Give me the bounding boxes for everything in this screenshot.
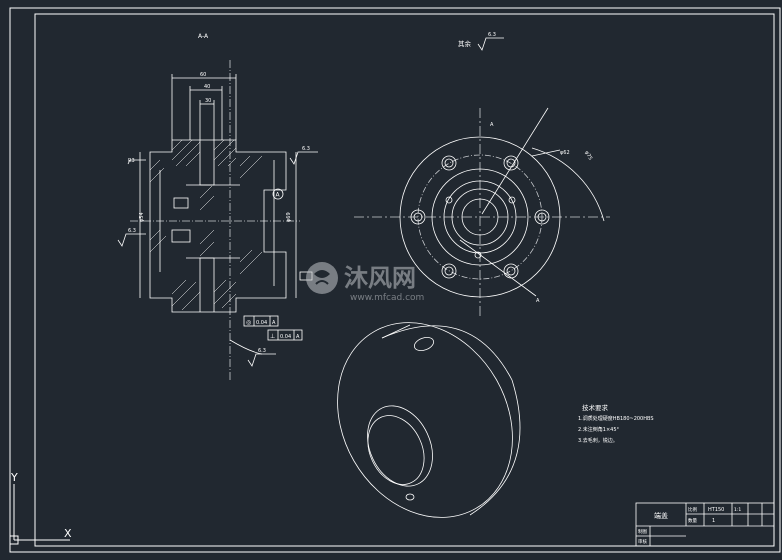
- roughness-label-3: 6.3: [258, 348, 266, 354]
- isometric-view: [337, 322, 521, 518]
- watermark-logo-icon: [306, 262, 338, 294]
- material: HT150: [708, 507, 724, 513]
- bolt-circle: [417, 154, 543, 280]
- svg-text:0.04: 0.04: [256, 320, 267, 326]
- svg-text:◎: ◎: [246, 319, 251, 326]
- dim-arc-phi75: [531, 147, 605, 222]
- section-view: A-A 60 40 30: [117, 33, 318, 382]
- bore-circle: [461, 198, 499, 236]
- drawn-label: 制图: [638, 528, 647, 535]
- bolt-hole-section: [171, 229, 191, 243]
- dim-label-30: 30: [205, 98, 211, 104]
- hub-circle: [431, 168, 529, 266]
- outer-flange-circle: [399, 136, 561, 298]
- datum-letter: A: [276, 192, 281, 199]
- title-block: 端盖 比例 数量 HT150 1 1:1 制图 审核: [635, 502, 775, 547]
- watermark-url: www.mfcad.com: [350, 293, 424, 303]
- section-marker-top: A: [490, 122, 494, 128]
- dim-label-60: 60: [200, 72, 206, 78]
- dim-label-40: 40: [204, 84, 210, 90]
- outer-border: [9, 7, 781, 553]
- part-name: 端盖: [654, 511, 668, 520]
- dim-label-phi75: φ75: [583, 150, 593, 161]
- roughness-label-1: 6.3: [302, 146, 310, 152]
- tech-req-line-1: 1.调质处理硬度HB180~200HBS: [578, 415, 654, 422]
- ucs-x-label: X: [64, 527, 72, 540]
- surface-finish-note: 其余 6.3: [458, 32, 504, 51]
- iso-back-edge: [381, 325, 521, 516]
- dim-label-phi62: φ62: [560, 150, 570, 156]
- svg-text:⊥: ⊥: [270, 333, 275, 340]
- dim-label-r3: R3: [128, 158, 135, 164]
- tolerance-frame-1: ◎ 0.04 A: [243, 315, 279, 327]
- surface-finish-label: 其余: [458, 39, 472, 48]
- scale-value: 1:1: [734, 507, 741, 513]
- tech-req-line-3: 3.去毛刺，锐边。: [578, 437, 618, 444]
- iso-bolt-hole: [413, 337, 435, 351]
- watermark-brand: 沐风网: [344, 264, 416, 292]
- svg-text:0.04: 0.04: [280, 334, 291, 340]
- inner-border: [34, 13, 775, 547]
- tech-req-title: 技术要求: [582, 403, 609, 412]
- tolerance-frame-2: ⊥ 0.04 A: [267, 329, 303, 341]
- iso-front-face: [337, 322, 513, 518]
- datum-circle: [272, 188, 284, 200]
- svg-text:A: A: [296, 334, 300, 340]
- section-label: A-A: [198, 33, 209, 40]
- part-outline: [149, 139, 287, 313]
- front-view: φ62 φ75 A A: [354, 107, 610, 318]
- dim-label-phi54: φ54: [139, 212, 145, 222]
- dim-label-phi69: φ69: [286, 212, 292, 222]
- roughness-label-2: 6.3: [128, 228, 136, 234]
- scale-label: 比例: [688, 506, 697, 513]
- iso-bore: [367, 405, 433, 487]
- checked-label: 审核: [638, 538, 647, 545]
- section-marker-bottom: A: [536, 298, 540, 304]
- ucs-y-label: Y: [10, 471, 18, 484]
- bolt-holes: [410, 155, 550, 279]
- ucs-icon: Y X: [9, 471, 72, 545]
- quantity-value: 1: [712, 518, 715, 524]
- tech-req-line-2: 2.未注倒角1×45°: [578, 426, 620, 433]
- hatch-pattern: [149, 139, 263, 311]
- svg-text:A: A: [272, 320, 276, 326]
- quantity-label: 数量: [688, 517, 697, 524]
- roughness-main-value: 6.3: [488, 32, 496, 38]
- watermark: 沐风网 www.mfcad.com: [306, 262, 424, 303]
- technical-requirements: 技术要求 1.调质处理硬度HB180~200HBS 2.未注倒角1×45° 3.…: [578, 403, 654, 444]
